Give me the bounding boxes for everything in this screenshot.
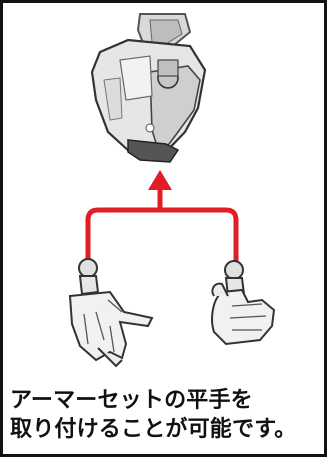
caption-line-2: 取り付けることが可能です。 bbox=[10, 415, 324, 444]
branching-up-arrow-icon bbox=[88, 186, 236, 262]
open-hand-icon bbox=[70, 259, 152, 366]
thumbs-up-hand-icon bbox=[212, 261, 274, 344]
armor-part-icon bbox=[92, 14, 205, 162]
caption-line-1: アーマーセットの平手を bbox=[10, 386, 324, 415]
caption: アーマーセットの平手を 取り付けることが可能です。 bbox=[10, 386, 324, 444]
arrow-head bbox=[148, 170, 172, 190]
